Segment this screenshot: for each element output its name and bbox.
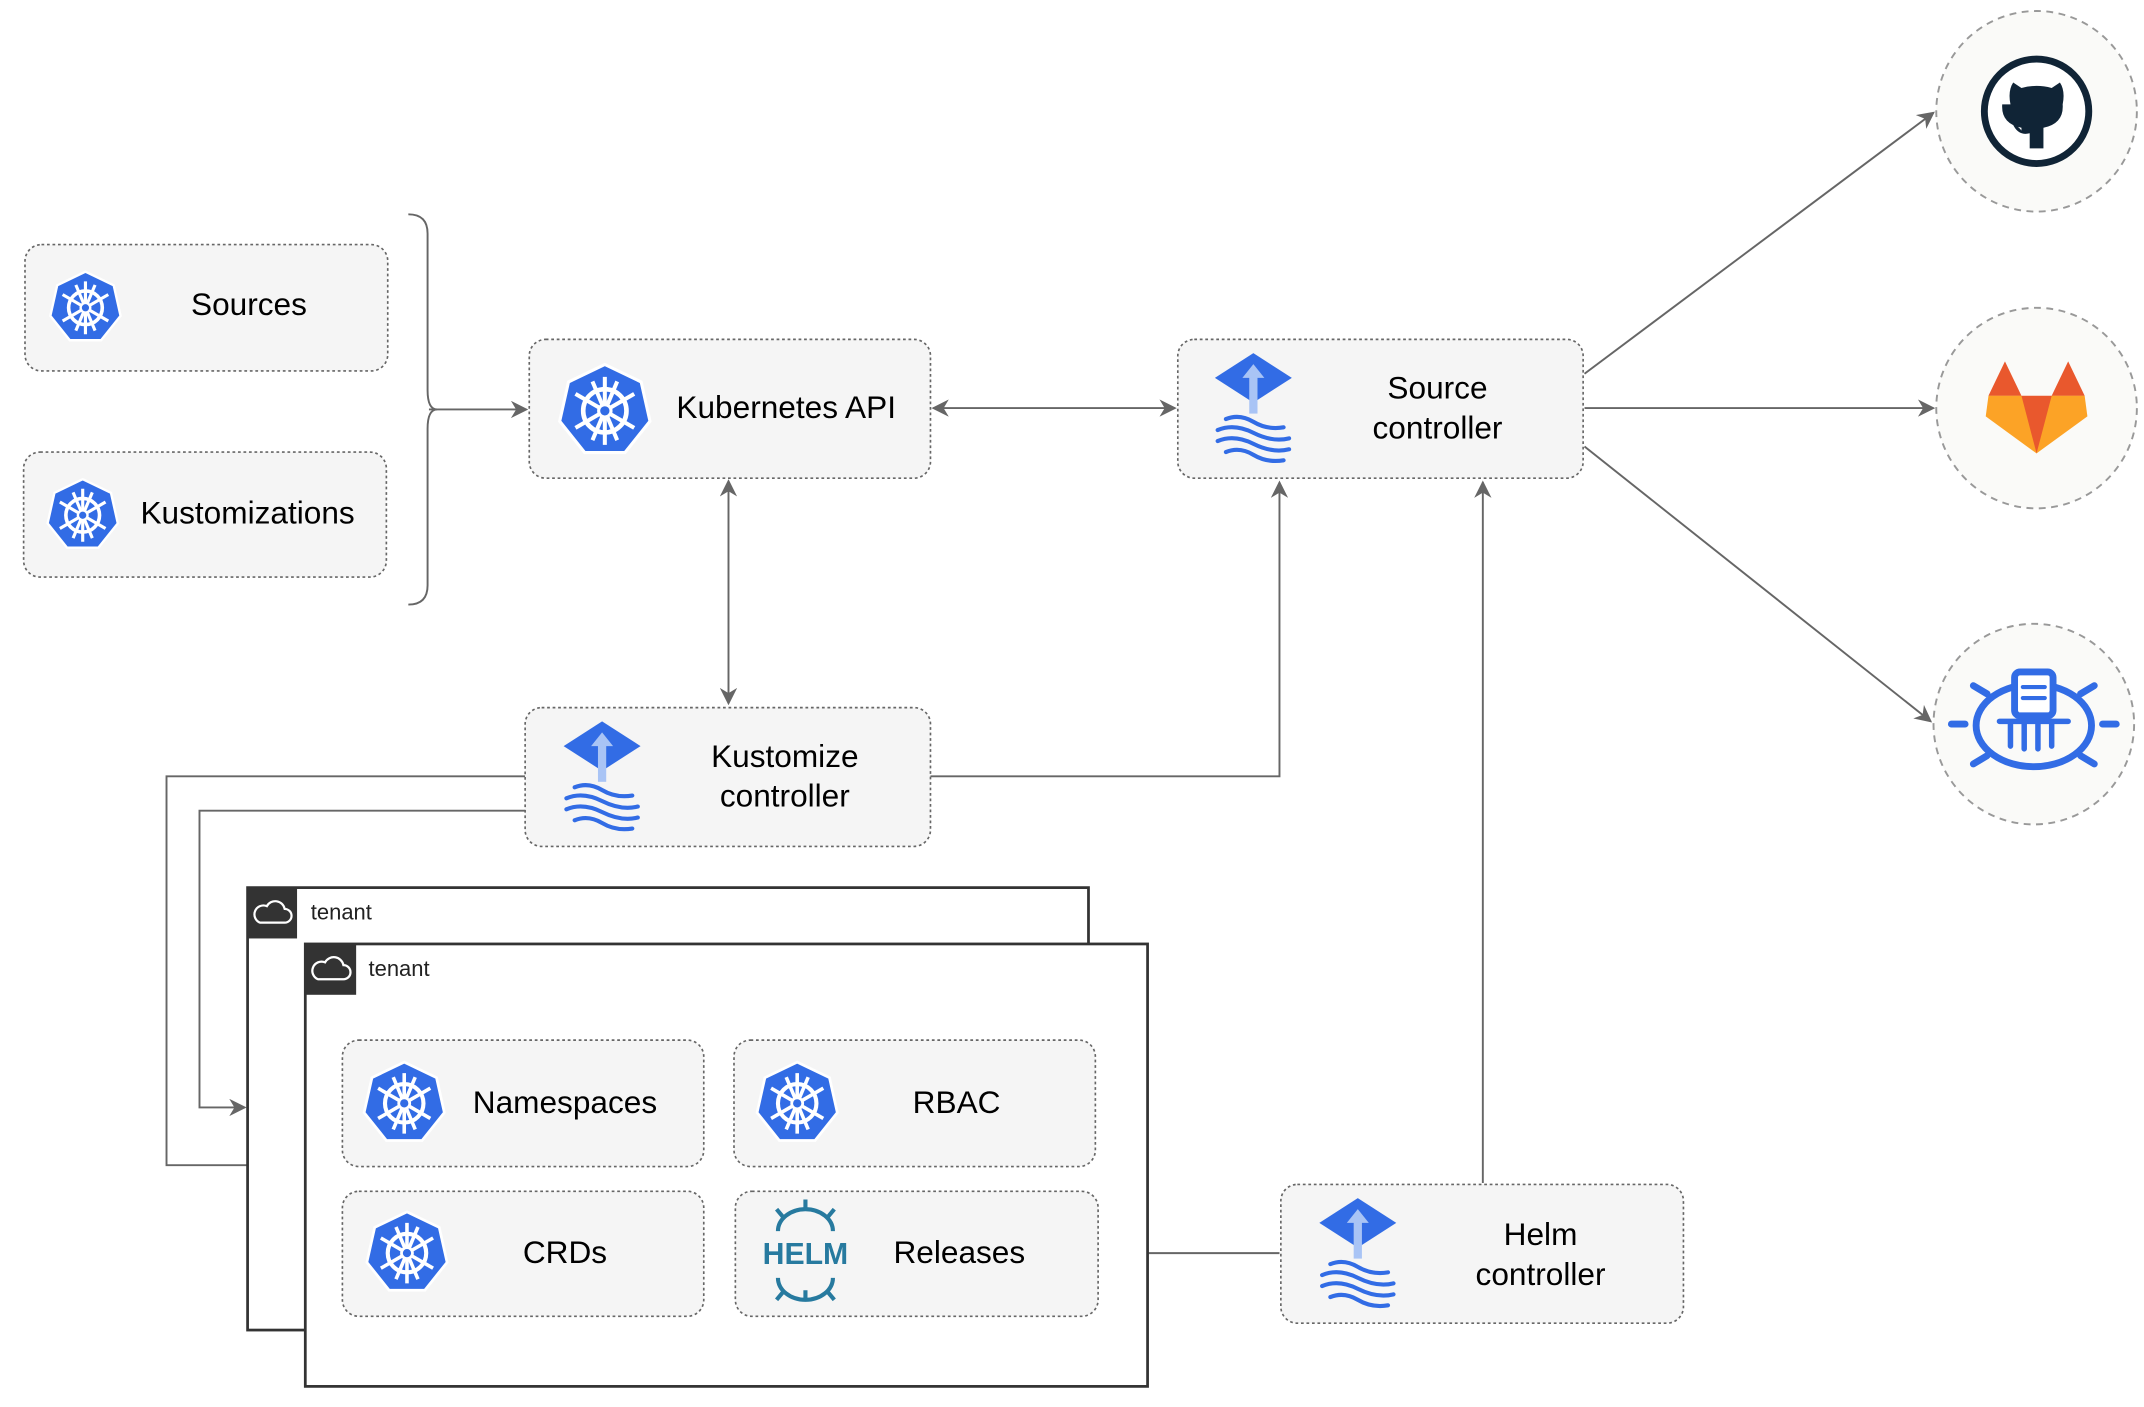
edge-kustomize-to-source-controller: [930, 480, 1289, 778]
node-label: RBAC: [913, 1084, 1001, 1120]
node-label-line2: controller: [1476, 1256, 1606, 1292]
node-kustomize-controller[interactable]: Kustomize controller: [524, 706, 932, 848]
node-label-line1: Kustomize: [711, 738, 858, 774]
node-rbac[interactable]: RBAC: [733, 1039, 1097, 1168]
node-label-line1: Helm: [1504, 1216, 1578, 1252]
external-gitlab[interactable]: [1935, 306, 2138, 510]
node-label: Kubernetes API: [676, 389, 896, 425]
node-label: Sources: [191, 286, 307, 322]
edge-source-to-bucket: [1583, 445, 1933, 723]
github-icon: [1980, 55, 2093, 167]
tenant-label: tenant: [311, 900, 372, 925]
external-bucket[interactable]: [1932, 622, 2136, 826]
node-label-line2: controller: [1373, 409, 1503, 445]
node-source-controller[interactable]: Source controller: [1176, 338, 1584, 479]
tenant-label: tenant: [369, 956, 430, 981]
edge-source-to-github: [1583, 111, 1935, 375]
node-sources[interactable]: Sources: [24, 243, 389, 372]
node-label: CRDs: [523, 1234, 607, 1270]
node-crds[interactable]: CRDs: [341, 1190, 705, 1318]
edge-kustomize-to-tenant-front: [165, 775, 526, 1174]
node-kubernetes-api[interactable]: Kubernetes API: [528, 338, 932, 479]
helm-logo-text: HELM: [763, 1238, 849, 1271]
external-github[interactable]: [1935, 10, 2138, 213]
helm-icon: HELM: [763, 1199, 849, 1302]
edges: [165, 111, 1936, 1262]
node-releases[interactable]: HELM Releases: [734, 1190, 1099, 1318]
node-label-line2: controller: [720, 778, 850, 814]
edge-kustomize-to-tenant-back: [198, 809, 526, 1117]
bucket-icon: [1947, 668, 2120, 771]
node-label-line1: Source: [1387, 370, 1487, 406]
node-helm-controller[interactable]: Helm controller: [1280, 1183, 1685, 1325]
node-kustomizations[interactable]: Kustomizations: [22, 451, 388, 578]
node-label: Releases: [893, 1234, 1025, 1270]
node-namespaces[interactable]: Namespaces: [341, 1039, 705, 1168]
gitlab-icon: [1985, 361, 2088, 454]
node-label: Kustomizations: [140, 495, 354, 531]
node-label: Namespaces: [473, 1084, 657, 1120]
